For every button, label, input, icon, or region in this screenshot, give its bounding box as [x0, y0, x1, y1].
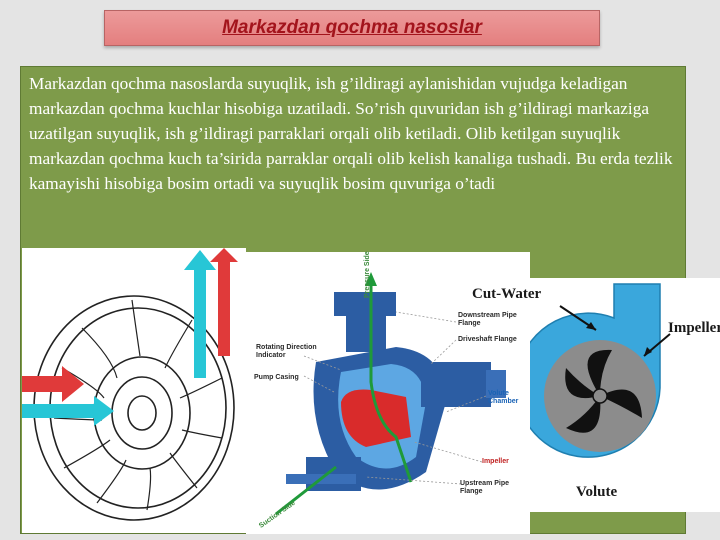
slide-title: Markazdan qochma nasoslar: [222, 17, 482, 38]
label-volute-chamber: Volute Chamber: [488, 390, 519, 405]
label-pressure-side: Pressure Side: [364, 251, 371, 298]
label-rotating-direction-indicator: Rotating Direction Indicator: [256, 344, 317, 359]
label-volute: Volute: [576, 484, 618, 500]
label-upstream-pipe-flange: Upstream Pipe Flange: [460, 480, 510, 495]
label-volute-impeller: Impeller: [668, 320, 720, 336]
body-paragraph: Markazdan qochma nasoslarda suyuqlik, is…: [29, 74, 673, 193]
slide-title-bar: Markazdan qochma nasoslar: [104, 10, 600, 46]
volute-figure: Cut-Water Impeller Volute: [472, 278, 720, 512]
label-driveshaft-flange: Driveshaft Flange: [458, 336, 517, 343]
impeller-diagram: [22, 248, 246, 533]
pump-cutaway-drawing: [246, 252, 530, 534]
label-cut-water: Cut-Water: [472, 286, 542, 302]
label-impeller: Impeller: [482, 458, 509, 465]
volute-drawing: [530, 278, 720, 512]
pump-cutaway-figure: Pressure Side Downstream Pipe Flange Dri…: [246, 251, 530, 534]
label-pump-casing: Pump Casing: [254, 374, 299, 381]
label-downstream-pipe-flange: Downstream Pipe Flange: [458, 312, 517, 327]
